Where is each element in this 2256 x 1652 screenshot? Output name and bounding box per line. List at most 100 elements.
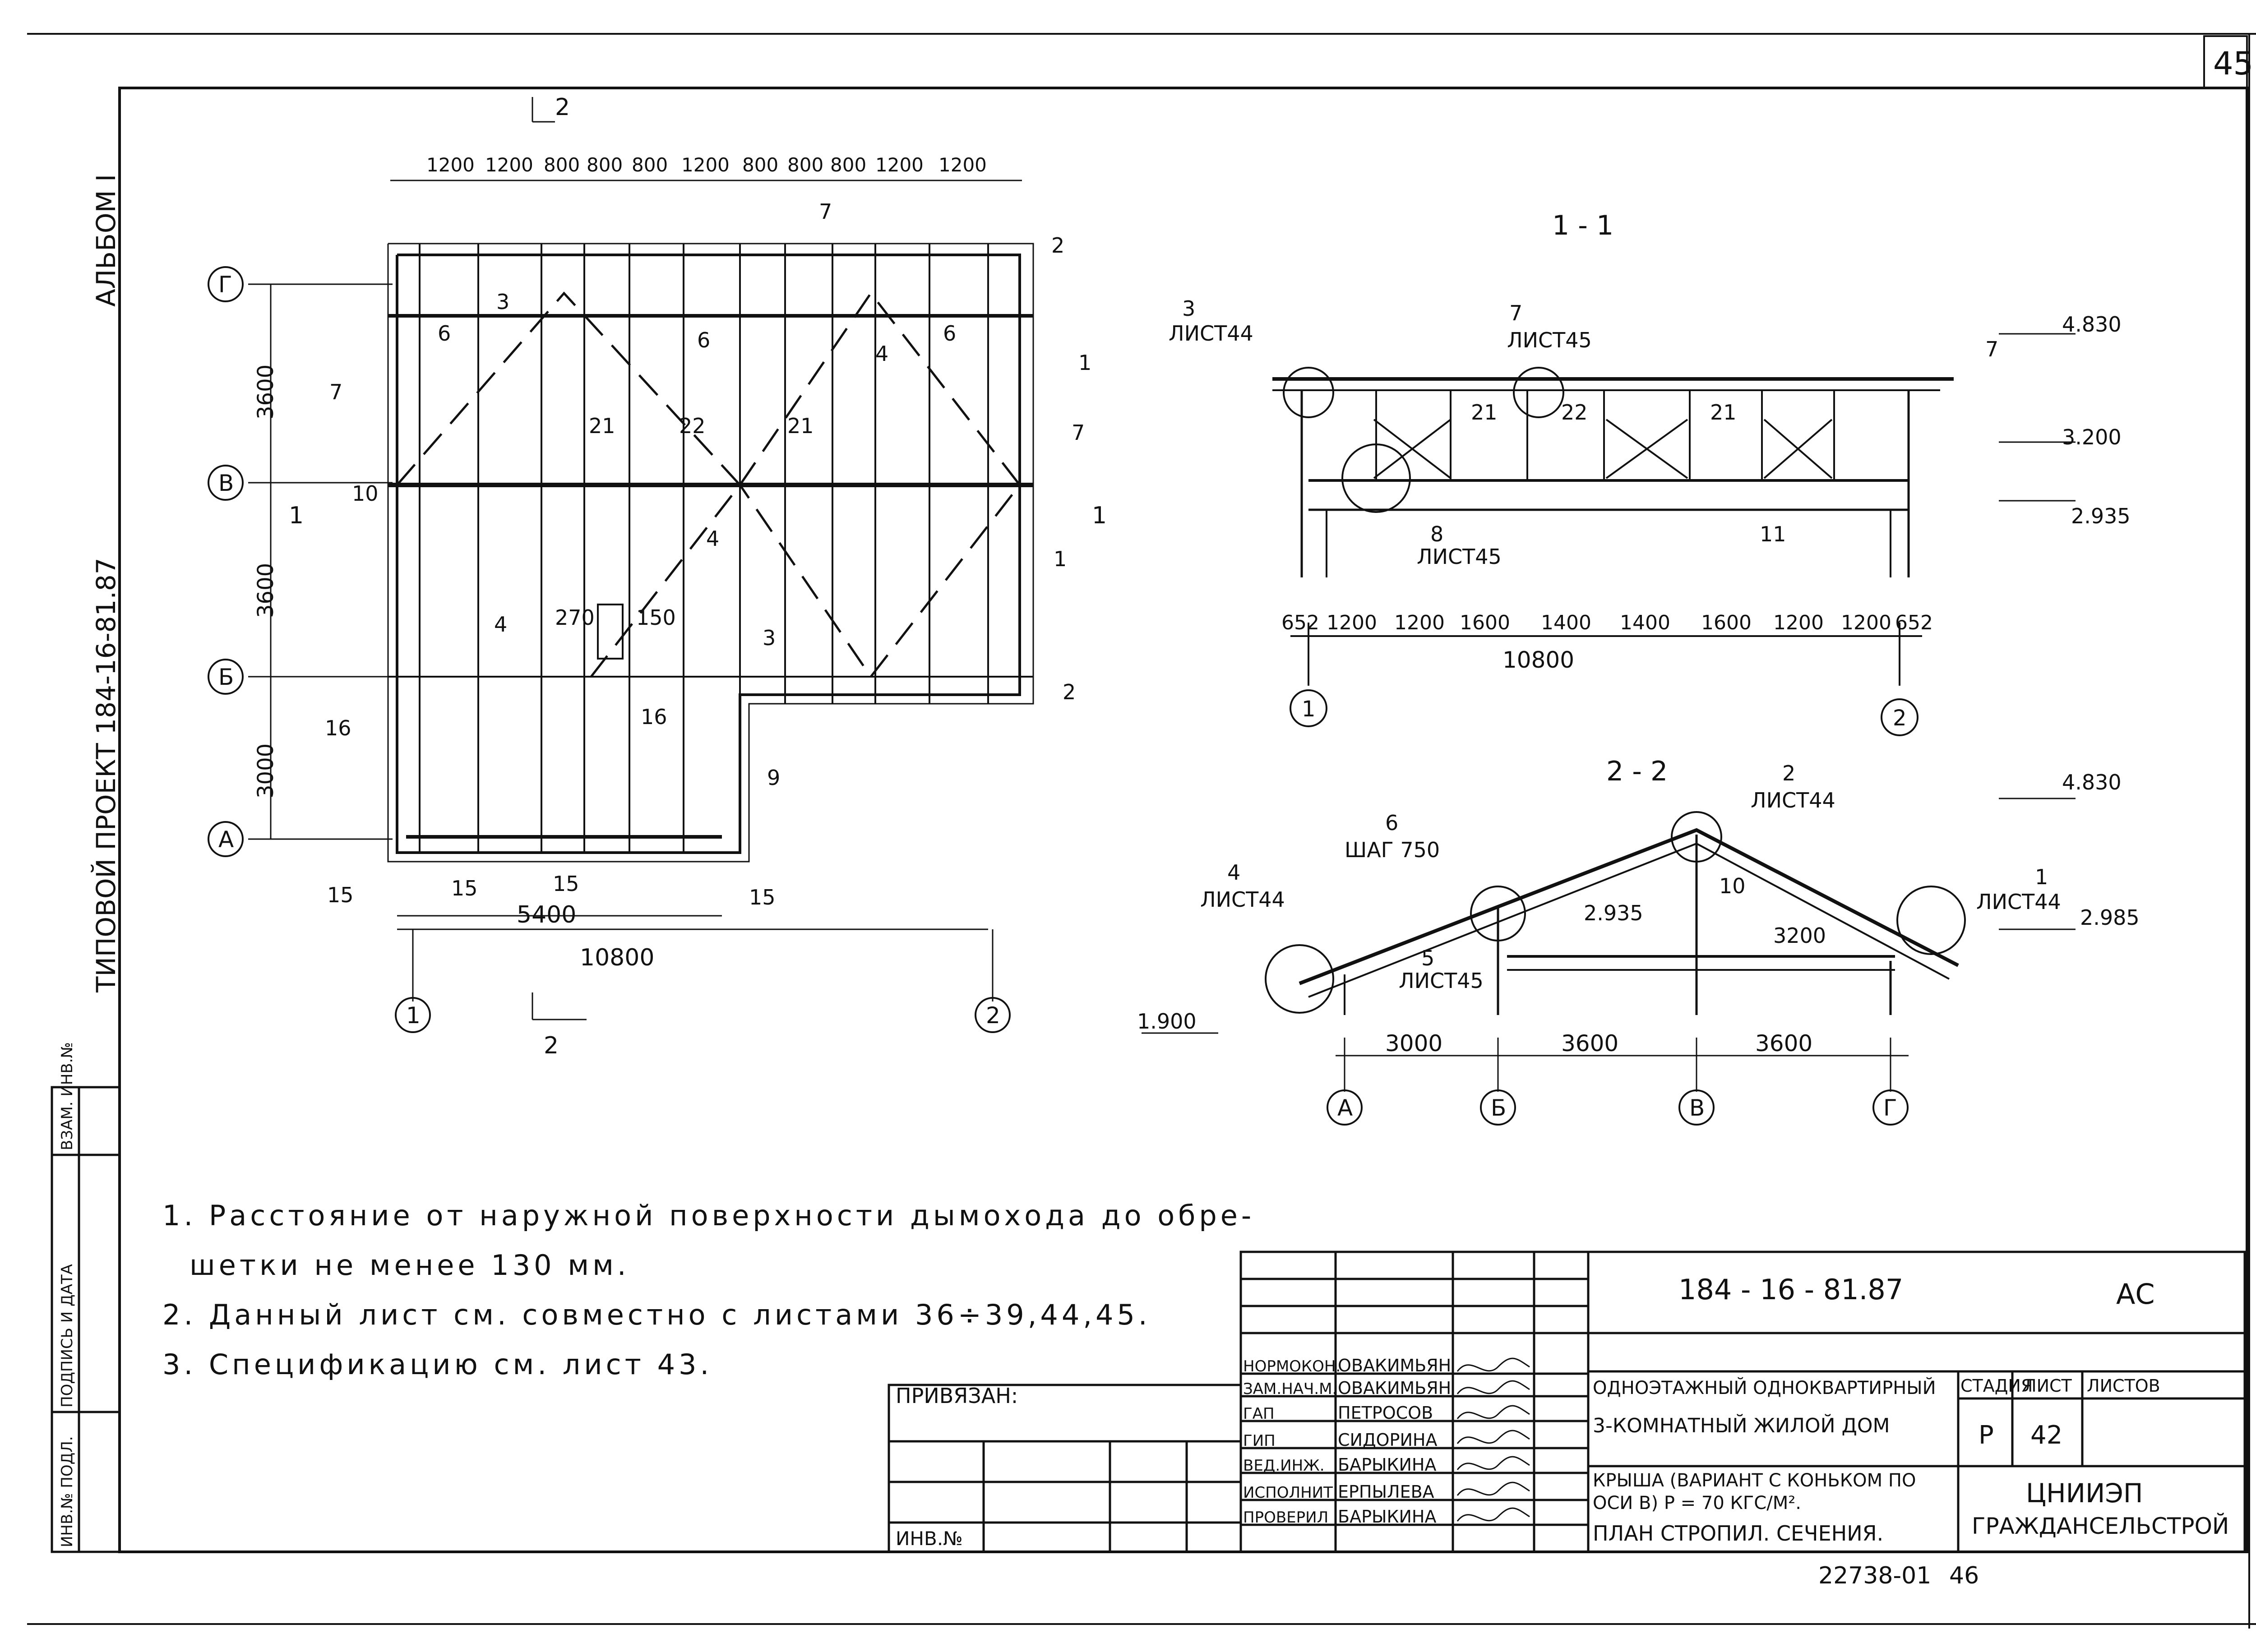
note-line: шетки не менее 130 мм. bbox=[190, 1249, 630, 1282]
note-line: 1. Расстояние от наружной поверхности ды… bbox=[162, 1199, 1255, 1232]
callout: 15 bbox=[749, 885, 776, 909]
axis-B: Б bbox=[1491, 1095, 1506, 1121]
dim-label: 3000 bbox=[1385, 1030, 1442, 1057]
elevation: 4.830 bbox=[2062, 312, 2122, 337]
callout-sheet: ЛИСТ45 bbox=[1399, 969, 1484, 993]
dim-label: 1400 bbox=[1541, 611, 1591, 634]
note-line: 2. Данный лист см. совместно с листами 3… bbox=[162, 1298, 1151, 1331]
callout-sheet: ЛИСТ45 bbox=[1507, 328, 1592, 352]
callout: 7 bbox=[819, 199, 832, 224]
elevation: 2.935 bbox=[1584, 901, 1643, 925]
dim-label: 3600 bbox=[1755, 1030, 1812, 1057]
section-mark: 1 bbox=[1092, 502, 1107, 529]
axis-G: Г bbox=[1883, 1095, 1897, 1121]
callout: 6 bbox=[438, 321, 451, 346]
sheet-number: 45 bbox=[2213, 45, 2253, 82]
section-mark: 2 bbox=[555, 94, 570, 121]
title-block-text: ПРИВЯЗАН: ИНВ.№ НОРМОКОН. ОВАКИМЬЯН ЗАМ.… bbox=[896, 1273, 2229, 1550]
callout-sheet: ЛИСТ44 bbox=[1751, 788, 1835, 812]
dim-label: 652 bbox=[1281, 611, 1319, 634]
plan-top-dims: 1200 1200 800 800 800 1200 800 800 800 1… bbox=[426, 154, 987, 176]
plan-axis-labels: Г В Б А 1 2 bbox=[218, 272, 1000, 1029]
archive-page: 46 bbox=[1949, 1562, 1979, 1589]
callout: 6 bbox=[697, 328, 710, 352]
stage-value: Р bbox=[1979, 1421, 1994, 1450]
section-1-title: 1 - 1 bbox=[1552, 210, 1613, 241]
dim-label: 1600 bbox=[1460, 611, 1510, 634]
stage-header: СТАДИЯ bbox=[1960, 1376, 2033, 1396]
project-line2: 3-КОМНАТНЫЙ ЖИЛОЙ ДОМ bbox=[1593, 1413, 1890, 1437]
plan-callouts: 7 2 3 6 6 6 4 1 7 7 10 21 22 21 4 1 4 27… bbox=[325, 199, 1091, 909]
dim-label: 1200 bbox=[875, 154, 924, 176]
callout: 21 bbox=[589, 414, 615, 438]
org-line2: ГРАЖДАНСЕЛЬСТРОЙ bbox=[1972, 1513, 2229, 1539]
side-box-inv: ИНВ.№ ПОДЛ. bbox=[58, 1436, 76, 1547]
staff-role: ГАП bbox=[1243, 1405, 1275, 1423]
note-line: 3. Спецификацию см. лист 43. bbox=[162, 1348, 713, 1381]
section-2-2 bbox=[1142, 798, 2076, 1126]
elevation: 2.935 bbox=[2071, 504, 2131, 528]
callout-num: 1 bbox=[2035, 865, 2048, 889]
callout: 4 bbox=[494, 612, 507, 637]
staff-name: ОВАКИМЬЯН bbox=[1338, 1378, 1451, 1398]
member-label: 22 bbox=[1561, 400, 1588, 425]
staff-role: ПРОВЕРИЛ bbox=[1243, 1509, 1328, 1527]
axis-V: В bbox=[1689, 1095, 1705, 1121]
dim-label: 5400 bbox=[517, 901, 576, 928]
member-label: 21 bbox=[1710, 400, 1737, 425]
axis-1: 1 bbox=[1302, 697, 1316, 722]
title-block-lines bbox=[888, 1251, 2246, 1553]
callout: 150 bbox=[636, 605, 676, 630]
callout: 15 bbox=[327, 883, 354, 907]
callout: 15 bbox=[451, 876, 478, 900]
dim-label: 1200 bbox=[681, 154, 730, 176]
axis-2: 2 bbox=[1893, 706, 1907, 731]
dim-label: 1200 bbox=[1327, 611, 1377, 634]
org-line1: ЦНИИЭП bbox=[2026, 1478, 2143, 1509]
project-line1: ОДНОЭТАЖНЫЙ ОДНОКВАРТИРНЫЙ bbox=[1593, 1377, 1936, 1398]
dim-label: 3600 bbox=[253, 563, 278, 618]
dim-label: 1200 bbox=[426, 154, 475, 176]
dim-label: 1400 bbox=[1620, 611, 1670, 634]
staff-name: СИДОРИНА bbox=[1338, 1430, 1437, 1450]
archive-code: 22738-01 bbox=[1818, 1562, 1931, 1589]
dim-label: 800 bbox=[587, 154, 623, 176]
rafter-plan bbox=[208, 97, 1034, 1033]
callout: 15 bbox=[553, 872, 579, 896]
dim-label: 800 bbox=[787, 154, 823, 176]
side-box-replace: ВЗАМ. ИНВ.№ bbox=[58, 1042, 76, 1150]
axis-G: Г bbox=[218, 272, 232, 298]
callout: 22 bbox=[679, 414, 706, 438]
sheet-line3: ПЛАН СТРОПИЛ. СЕЧЕНИЯ. bbox=[1593, 1521, 1883, 1546]
callout: 9 bbox=[767, 766, 780, 790]
staff-role: ЗАМ.НАЧ.М. bbox=[1243, 1380, 1337, 1398]
rafter-pitch: ШАГ 750 bbox=[1345, 838, 1440, 862]
callout-sheet: ЛИСТ44 bbox=[1169, 321, 1253, 346]
staff-name: ПЕТРОСОВ bbox=[1338, 1403, 1433, 1423]
elevation: 2.985 bbox=[2080, 905, 2140, 930]
plan-bottom-dims: 5400 10800 2 2 1 1 bbox=[289, 94, 1107, 1059]
dim-label: 800 bbox=[544, 154, 580, 176]
callout-num: 2 bbox=[1782, 761, 1795, 785]
callout: 10 bbox=[352, 481, 379, 506]
staff-role: НОРМОКОН. bbox=[1243, 1357, 1341, 1375]
signatures bbox=[1456, 1357, 1530, 1522]
section-mark: 2 bbox=[544, 1032, 559, 1059]
callout: 16 bbox=[641, 705, 667, 729]
callout: 1 bbox=[1078, 351, 1091, 375]
elevation: 3.200 bbox=[2062, 425, 2122, 449]
axis-V: В bbox=[218, 470, 234, 496]
sheet-value: 42 bbox=[2030, 1421, 2062, 1450]
member-label: 10 bbox=[1719, 874, 1746, 898]
section-2-dims: 3000 3600 3600 А Б В Г bbox=[1337, 1030, 1897, 1121]
callout: 2 bbox=[1063, 680, 1076, 704]
dim-label: 3600 bbox=[1561, 1030, 1618, 1057]
dim-label: 1200 bbox=[1773, 611, 1824, 634]
dim-label: 3600 bbox=[253, 365, 278, 420]
binding-strip bbox=[51, 1086, 121, 1553]
dim-label: 10800 bbox=[580, 944, 654, 971]
dim-label: 800 bbox=[830, 154, 866, 176]
dim-total: 10800 bbox=[1502, 647, 1574, 673]
callout: 3 bbox=[763, 626, 776, 650]
bound-label: ПРИВЯЗАН: bbox=[896, 1384, 1018, 1408]
